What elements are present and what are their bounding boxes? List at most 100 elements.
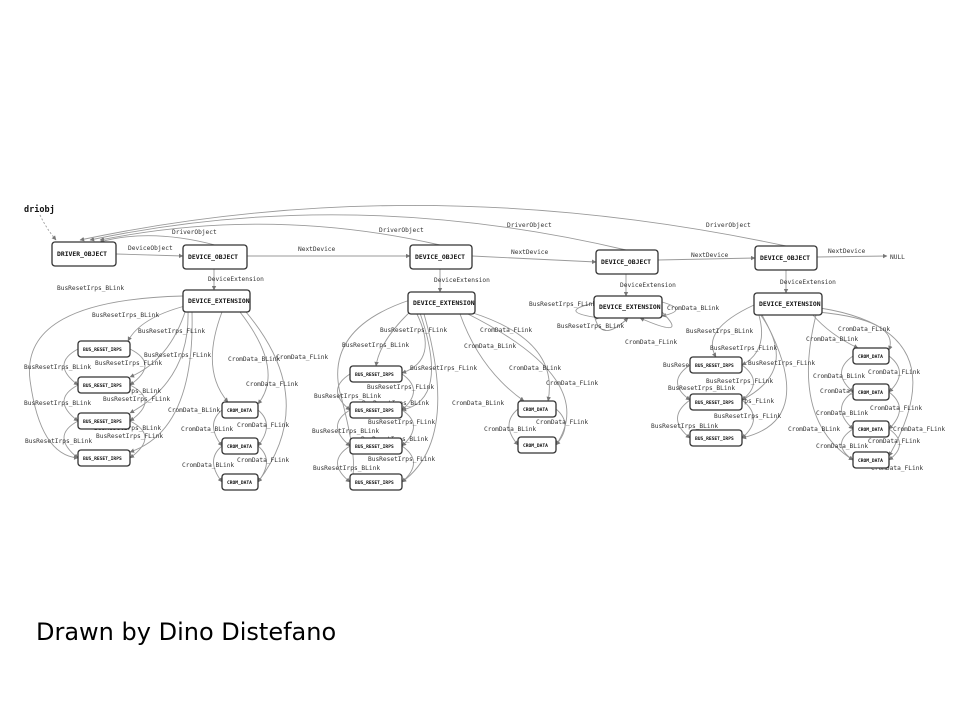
edge-17 [129,308,187,378]
crom-data-4-4-label: CROM_DATA [858,458,883,464]
edge-49 [575,302,601,320]
bus-reset-irps-2-1: BUS_RESET_IRPS [349,365,403,383]
edge-68 [888,355,900,393]
edge-label-c1-18: CromData_FLink [237,422,289,429]
edge-label-c4-2: BusResetIrps_FLink [710,345,777,352]
crom-data-4-2: CROM_DATA [852,383,890,401]
edge-41 [401,373,414,411]
edge-label-nextdevice-1: NextDevice [298,246,336,253]
crom-data-2-1: CROM_DATA [517,400,557,418]
crom-data-1-3: CROM_DATA [221,473,259,491]
bus-reset-irps-1-1: BUS_RESET_IRPS [77,340,131,358]
edge-label-c4-16: CromData_BLink [816,410,868,417]
null-label: NULL [890,254,905,261]
bus-reset-irps-1-2: BUS_RESET_IRPS [77,376,131,394]
edge-label-c2-11: BusResetIrps_BLink [313,465,380,472]
device-object-3-node-label: DEVICE_OBJECT [601,258,651,266]
edge-15 [28,295,184,460]
crom-data-1-2-label: CROM_DATA [227,444,252,450]
edge-57 [677,364,691,401]
device-extension-3-node: DEVICE_EXTENSION [593,295,663,319]
edge-54 [741,311,763,366]
bus-reset-irps-4-2: BUS_RESET_IRPS [689,393,743,411]
edge-label-c4-10: CromData_FLink [838,326,890,333]
edge-60 [741,399,754,439]
edge-4 [89,214,627,251]
edge-label-c1-16: CromData_BLink [168,407,220,414]
edge-label-deviceobject: DeviceObject [128,245,173,252]
edge-48 [555,408,566,446]
edge-label-nextdevice-3: NextDevice [691,252,729,259]
driver-object-node-label: DRIVER_OBJECT [57,250,107,258]
edge-8 [471,255,597,265]
edge-24 [129,384,146,422]
edge-69 [888,391,900,430]
bus-reset-irps-4-3-label: BUS_RESET_IRPS [695,436,734,442]
edge-label-nextdevice-4: NextDevice [828,248,866,255]
edge-43 [401,445,414,483]
crom-data-4-2-label: CROM_DATA [858,390,883,396]
bus-reset-irps-2-4: BUS_RESET_IRPS [349,473,403,491]
edge-label-c3-2: BusResetIrps_BLink [557,323,624,330]
device-extension-3-node-label: DEVICE_EXTENSION [599,303,661,311]
edge-66 [841,391,854,430]
bus-reset-irps-2-2: BUS_RESET_IRPS [349,401,403,419]
edge-28 [245,311,287,483]
edge-10 [816,253,888,259]
edge-59 [741,364,754,401]
edge-27 [239,311,269,405]
edge-label-c4-8: BusResetIrps_BLink [651,423,718,430]
edge-18 [129,310,189,414]
edge-46 [469,311,552,402]
crom-data-4-1-label: CROM_DATA [858,354,883,360]
edge-label-c1-5: BusResetIrps_BLink [24,364,91,371]
edge-label-c4-13: CromData_FLink [868,369,920,376]
edge-44 [459,313,525,402]
edge-label-c1-14: CromData_FLink [276,354,328,361]
edge-58 [677,399,691,439]
device-extension-1-node-label: DEVICE_EXTENSION [188,297,250,305]
device-extension-4-node: DEVICE_EXTENSION [753,292,823,316]
edge-3 [99,223,441,246]
credit-text: Drawn by Dino Distefano [36,618,337,646]
crom-data-2-1-label: CROM_DATA [523,407,548,413]
edge-label-c2-2: BusResetIrps_BLink [342,342,409,349]
edge-64 [807,314,854,461]
edge-label-c1-13: CromData_BLink [228,356,280,363]
edge-label-c1-1: BusResetIrps_BLink [57,285,124,292]
device-extension-1-node: DEVICE_EXTENSION [182,289,251,313]
crom-data-1-1: CROM_DATA [221,401,259,419]
edge-33 [337,299,411,483]
edge-label-c1-19: CromData_BLink [182,462,234,469]
edge-label-c1-20: CromData_FLink [237,457,289,464]
edge-19 [129,311,193,453]
edge-label-c2-10: BusResetIrps_FLink [368,456,435,463]
edge-label-c3-3: CromData_BLink [667,305,719,312]
device-extension-2-node-label: DEVICE_EXTENSION [413,299,475,307]
edge-label-c1-11: BusResetIrps_FLink [96,433,163,440]
edge-67 [841,428,854,461]
edge-42 [401,409,414,447]
edge-label-c4-3: BusResetIrps_FLink [748,360,815,367]
edge-label-c2-7: BusResetIrps_FLink [368,419,435,426]
bus-reset-irps-1-3-label: BUS_RESET_IRPS [83,419,122,425]
edge-label-c1-9: BusResetIrps_BLink [24,400,91,407]
edge-20 [63,348,79,386]
device-object-3-node: DEVICE_OBJECT [595,249,659,275]
edge-label-c1-17: CromData_BLink [181,426,233,433]
edge-39 [337,409,351,447]
bus-reset-irps-2-2-label: BUS_RESET_IRPS [355,408,394,414]
edge-label-c4-21: CromData_FLink [871,465,923,472]
edge-36 [401,312,432,412]
edge-35 [401,311,426,374]
edge-65 [841,355,854,393]
crom-data-4-3: CROM_DATA [852,420,890,438]
edge-55 [741,313,777,401]
edge-label-c4-5: BusResetIrps_FLink [706,378,773,385]
edge-9 [657,255,756,261]
edge-label-c2-13: CromData_BLink [464,343,516,350]
bus-reset-irps-4-2-label: BUS_RESET_IRPS [695,400,734,406]
bus-reset-irps-1-4: BUS_RESET_IRPS [77,449,131,467]
edge-label-c2-16: CromData_BLink [452,400,504,407]
